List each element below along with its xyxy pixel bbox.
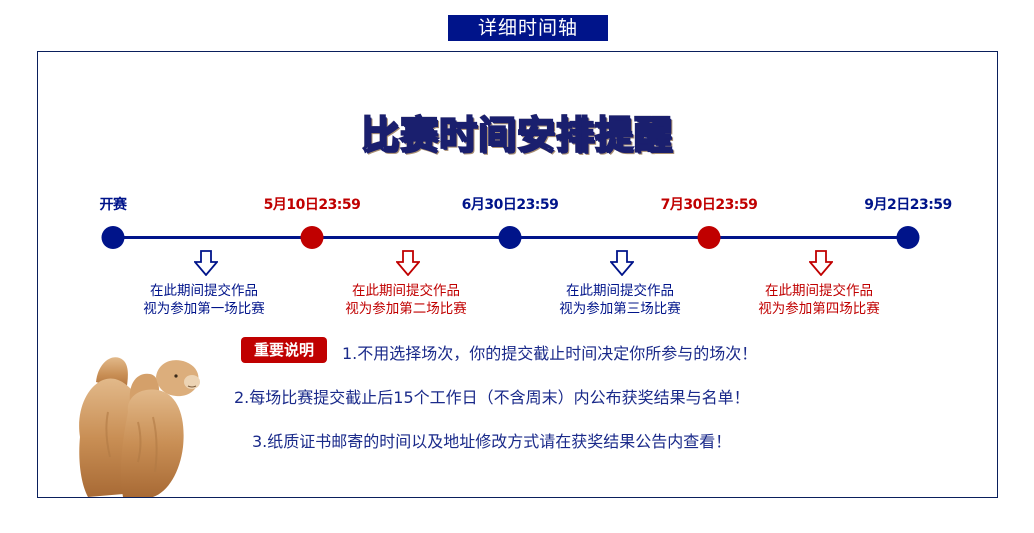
timeline-node-4	[896, 226, 920, 249]
timeline-node-1	[300, 226, 324, 249]
important-notice-badge: 重要说明	[241, 337, 327, 363]
period-line-1: 在此期间提交作品	[765, 283, 873, 299]
period-line-2: 视为参加第四场比赛	[758, 301, 880, 317]
period-description-1: 在此期间提交作品 视为参加第一场比赛	[143, 282, 265, 318]
period-description-2: 在此期间提交作品 视为参加第二场比赛	[345, 282, 467, 318]
note-item-2: 2.每场比赛提交截止后15个工作日（不含周末）内公布获奖结果与名单！	[234, 388, 750, 407]
period-line-2: 视为参加第三场比赛	[559, 301, 681, 317]
down-arrow-icon	[809, 250, 833, 276]
section-header-tag: 详细时间轴	[448, 15, 608, 41]
period-line-1: 在此期间提交作品	[352, 283, 460, 299]
timeline-date-3: 7月30日23:59	[660, 197, 758, 213]
timeline-node-2	[498, 226, 522, 249]
down-arrow-icon	[610, 250, 634, 276]
camel-image	[79, 357, 200, 497]
timeline-date-4: 9月2日23:59	[864, 197, 952, 213]
timeline-node-start	[101, 226, 125, 249]
period-line-1: 在此期间提交作品	[566, 283, 674, 299]
note-item-3: 3.纸质证书邮寄的时间以及地址修改方式请在获奖结果公告内查看！	[252, 432, 732, 451]
period-description-3: 在此期间提交作品 视为参加第三场比赛	[559, 282, 681, 318]
timeline-date-2: 6月30日23:59	[461, 197, 559, 213]
period-description-4: 在此期间提交作品 视为参加第四场比赛	[758, 282, 880, 318]
timeline-date-start: 开赛	[99, 197, 128, 213]
timeline-node-3	[697, 226, 721, 249]
timeline-date-1: 5月10日23:59	[263, 197, 361, 213]
down-arrow-icon	[194, 250, 218, 276]
period-line-2: 视为参加第二场比赛	[345, 301, 467, 317]
down-arrow-icon	[396, 250, 420, 276]
period-line-2: 视为参加第一场比赛	[143, 301, 265, 317]
period-line-1: 在此期间提交作品	[150, 283, 258, 299]
note-item-1: 1.不用选择场次，你的提交截止时间决定你所参与的场次！	[342, 344, 758, 363]
page-title: 比赛时间安排提醒	[360, 112, 673, 158]
timeline-frame	[37, 51, 998, 498]
